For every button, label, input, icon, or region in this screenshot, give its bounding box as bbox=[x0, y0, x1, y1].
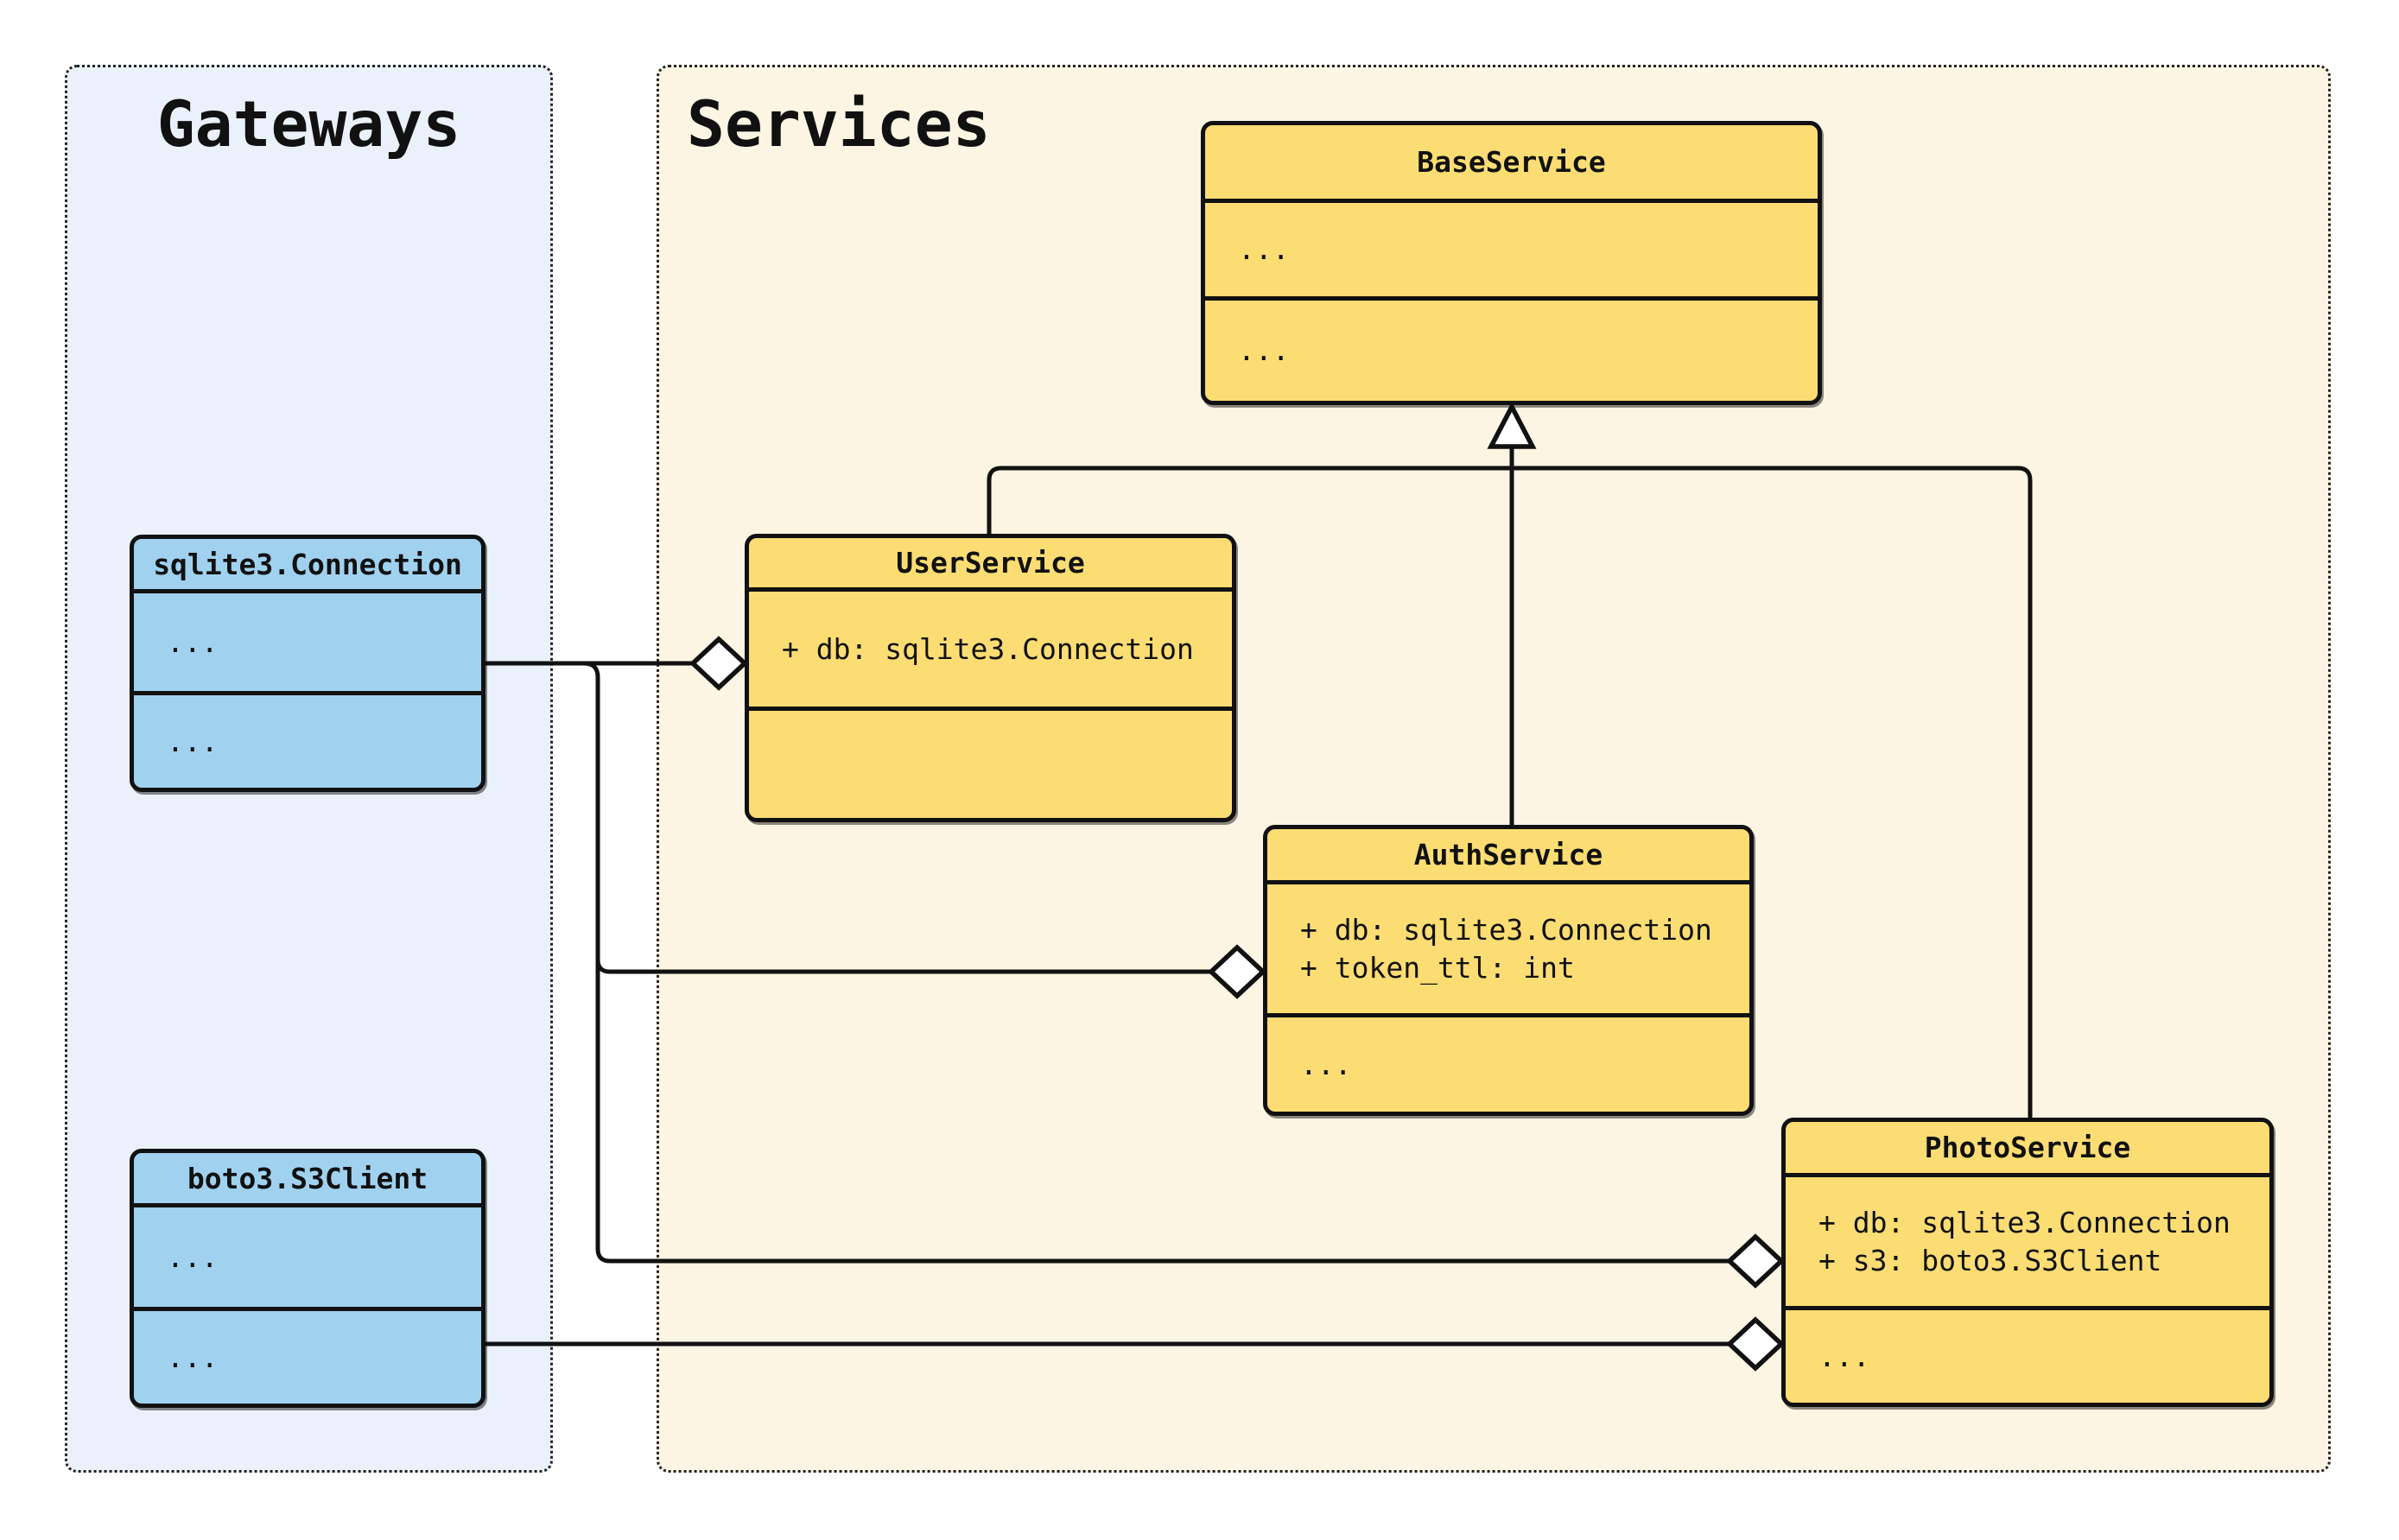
class-method: ... bbox=[1818, 1339, 1870, 1373]
class-attributes: + db: sqlite3.Connection + token_ttl: in… bbox=[1267, 884, 1749, 1017]
class-attribute: + db: sqlite3.Connection bbox=[1818, 1205, 2231, 1239]
class-box-sqlite3-connection: sqlite3.Connection ... ... bbox=[130, 535, 486, 792]
class-methods: ... bbox=[134, 695, 481, 788]
class-methods bbox=[749, 711, 1232, 818]
class-methods: ... bbox=[134, 1311, 481, 1404]
class-box-baseservice: BaseService ... ... bbox=[1201, 121, 1822, 405]
panel-gateways-title: Gateways bbox=[156, 88, 461, 162]
class-attributes: ... bbox=[1205, 203, 1818, 301]
class-box-authservice: AuthService + db: sqlite3.Connection + t… bbox=[1263, 825, 1754, 1116]
class-attributes: ... bbox=[134, 1207, 481, 1311]
class-attribute: + token_ttl: int bbox=[1300, 950, 1575, 985]
class-method: ... bbox=[1300, 1047, 1352, 1081]
class-attribute: + db: sqlite3.Connection bbox=[1300, 912, 1712, 947]
class-attributes: + db: sqlite3.Connection + s3: boto3.S3C… bbox=[1786, 1177, 2269, 1310]
panel-services-title: Services bbox=[687, 88, 991, 162]
class-methods: ... bbox=[1205, 301, 1818, 401]
class-title: PhotoService bbox=[1786, 1122, 2269, 1177]
class-methods: ... bbox=[1267, 1017, 1749, 1112]
class-box-boto3-s3client: boto3.S3Client ... ... bbox=[130, 1149, 486, 1408]
class-method: ... bbox=[1238, 333, 1290, 367]
class-attribute: ... bbox=[167, 624, 219, 659]
class-methods: ... bbox=[1786, 1310, 2269, 1403]
class-title: UserService bbox=[749, 538, 1232, 592]
class-title: boto3.S3Client bbox=[134, 1153, 481, 1207]
class-method: ... bbox=[167, 1340, 219, 1374]
class-method: ... bbox=[167, 724, 219, 758]
class-attribute: ... bbox=[1238, 232, 1290, 266]
class-box-userservice: UserService + db: sqlite3.Connection bbox=[745, 534, 1236, 822]
class-attribute: ... bbox=[167, 1239, 219, 1274]
class-attributes: ... bbox=[134, 593, 481, 695]
class-attribute: + db: sqlite3.Connection bbox=[782, 631, 1194, 666]
class-box-photoservice: PhotoService + db: sqlite3.Connection + … bbox=[1781, 1118, 2274, 1407]
class-title: sqlite3.Connection bbox=[134, 539, 481, 593]
class-title: AuthService bbox=[1267, 829, 1749, 884]
class-title: BaseService bbox=[1205, 125, 1818, 203]
class-attribute: + s3: boto3.S3Client bbox=[1818, 1243, 2162, 1277]
class-attributes: + db: sqlite3.Connection bbox=[749, 592, 1232, 711]
